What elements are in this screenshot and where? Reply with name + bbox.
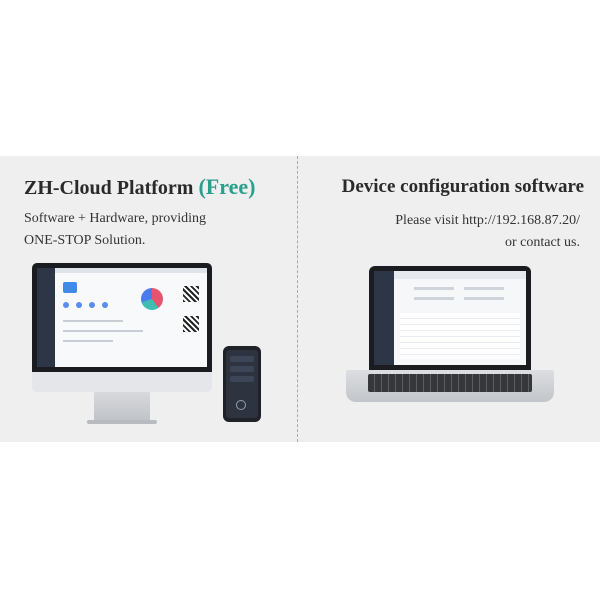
text-placeholder — [63, 320, 123, 322]
config-field — [414, 297, 454, 300]
config-software-screenshot — [374, 271, 526, 365]
laptop-image — [346, 266, 554, 402]
pie-chart-icon — [141, 288, 163, 310]
phone-list-row — [230, 356, 254, 362]
dashboard-screenshot — [37, 268, 207, 367]
config-content — [394, 271, 526, 365]
section-divider — [297, 156, 298, 442]
desktop-monitor-image — [32, 263, 212, 424]
config-field — [414, 287, 454, 290]
config-table — [400, 313, 520, 359]
cloud-platform-description: Software + Hardware, providing ONE-STOP … — [24, 208, 206, 252]
config-field — [464, 297, 504, 300]
device-config-description: Please visit http://192.168.87.20/ or co… — [395, 210, 580, 254]
monitor-base — [87, 420, 157, 424]
cloud-platform-title: ZH-Cloud Platform (Free) — [24, 174, 255, 200]
dashboard-content — [55, 268, 207, 367]
device-config-title: Device configuration software — [341, 176, 584, 197]
folder-icon — [63, 282, 77, 293]
phone-button-icon — [236, 400, 246, 410]
qr-code-icon — [183, 316, 199, 332]
config-field — [464, 287, 504, 290]
config-sidebar — [374, 271, 394, 365]
free-label: (Free) — [198, 174, 256, 199]
dashboard-topbar — [55, 268, 207, 273]
monitor-stand — [94, 392, 150, 420]
keyboard-icon — [368, 374, 532, 392]
contact-line: or contact us. — [504, 235, 580, 250]
device-icons-row — [63, 302, 108, 308]
monitor-chin — [32, 372, 212, 392]
laptop-keyboard-base — [346, 370, 554, 402]
config-header — [394, 271, 526, 279]
description-line-1: Software + Hardware, providing — [24, 211, 207, 226]
phone-list-row — [230, 366, 254, 372]
qr-code-icon — [183, 286, 199, 302]
text-placeholder — [63, 330, 143, 332]
banner: ZH-Cloud Platform (Free) Software + Hard… — [0, 156, 600, 442]
smartphone-image — [223, 346, 261, 422]
description-line-2: ONE-STOP Solution. — [24, 233, 146, 248]
phone-app-screen — [226, 350, 258, 418]
dashboard-sidebar — [37, 268, 55, 367]
visit-url-line: Please visit http://192.168.87.20/ — [395, 213, 580, 228]
cloud-platform-name: ZH-Cloud Platform — [24, 177, 194, 199]
desktop-screen — [32, 263, 212, 372]
phone-list-row — [230, 376, 254, 382]
laptop-screen — [369, 266, 531, 370]
text-placeholder — [63, 340, 113, 342]
